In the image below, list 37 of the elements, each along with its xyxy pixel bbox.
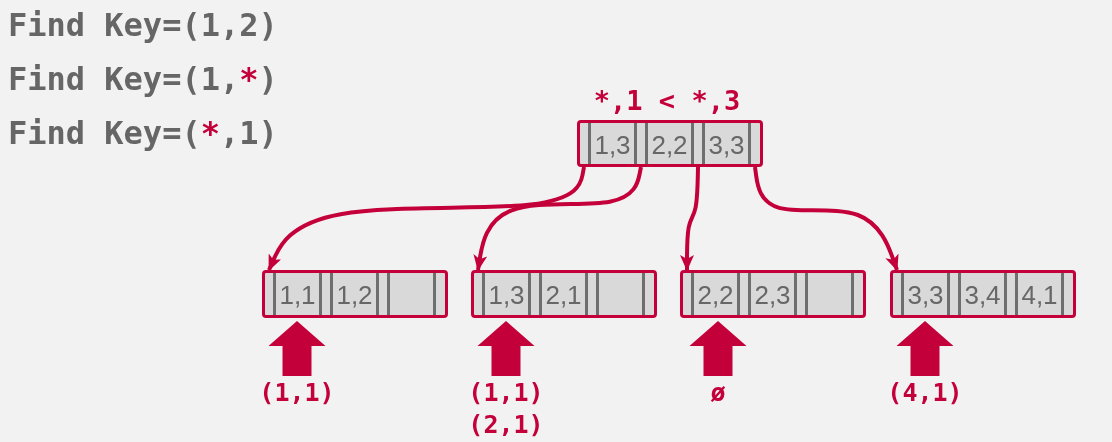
index-key: 2,2 <box>691 273 740 315</box>
index-key: 3,3 <box>901 273 950 315</box>
inner-node <box>577 120 763 167</box>
index-key: 1,2 <box>330 273 379 315</box>
index-key: 1,3 <box>482 273 531 315</box>
search-result: (4,1) <box>887 377 963 409</box>
index-key: 1,1 <box>273 273 322 315</box>
pointer-arrow <box>473 166 643 271</box>
empty-key-slot <box>387 273 436 315</box>
query-text: Find Key=(*,1) <box>8 116 278 150</box>
index-key: 3,3 <box>702 123 751 164</box>
index-key: 1,3 <box>588 123 637 164</box>
pointer-arrow <box>680 166 700 271</box>
index-key: 3,4 <box>958 273 1007 315</box>
index-key: 2,3 <box>748 273 797 315</box>
search-result: ø <box>710 377 726 409</box>
block-arrow <box>477 321 535 376</box>
leaf-node <box>471 270 657 318</box>
query-text: Find Key=(1,*) <box>8 62 278 96</box>
leaf-node <box>262 270 448 318</box>
index-key: 4,1 <box>1015 273 1064 315</box>
block-arrow <box>896 321 954 376</box>
leaf-node <box>680 270 866 318</box>
block-arrow <box>268 321 326 376</box>
search-result: (1,1) <box>259 377 335 409</box>
search-result: (2,1) <box>468 409 544 441</box>
index-key: 2,1 <box>539 273 588 315</box>
block-arrow <box>689 321 747 376</box>
query-text: Find Key=(1,2) <box>8 8 278 42</box>
empty-key-slot <box>596 273 645 315</box>
empty-key-slot <box>805 273 854 315</box>
search-result: (1,1) <box>468 377 544 409</box>
index-key: 2,2 <box>645 123 694 164</box>
leaf-node <box>890 270 1076 318</box>
comparison-note: *,1 < *,3 <box>593 86 741 116</box>
pointer-arrow <box>267 166 586 271</box>
pointer-arrow <box>753 166 899 271</box>
